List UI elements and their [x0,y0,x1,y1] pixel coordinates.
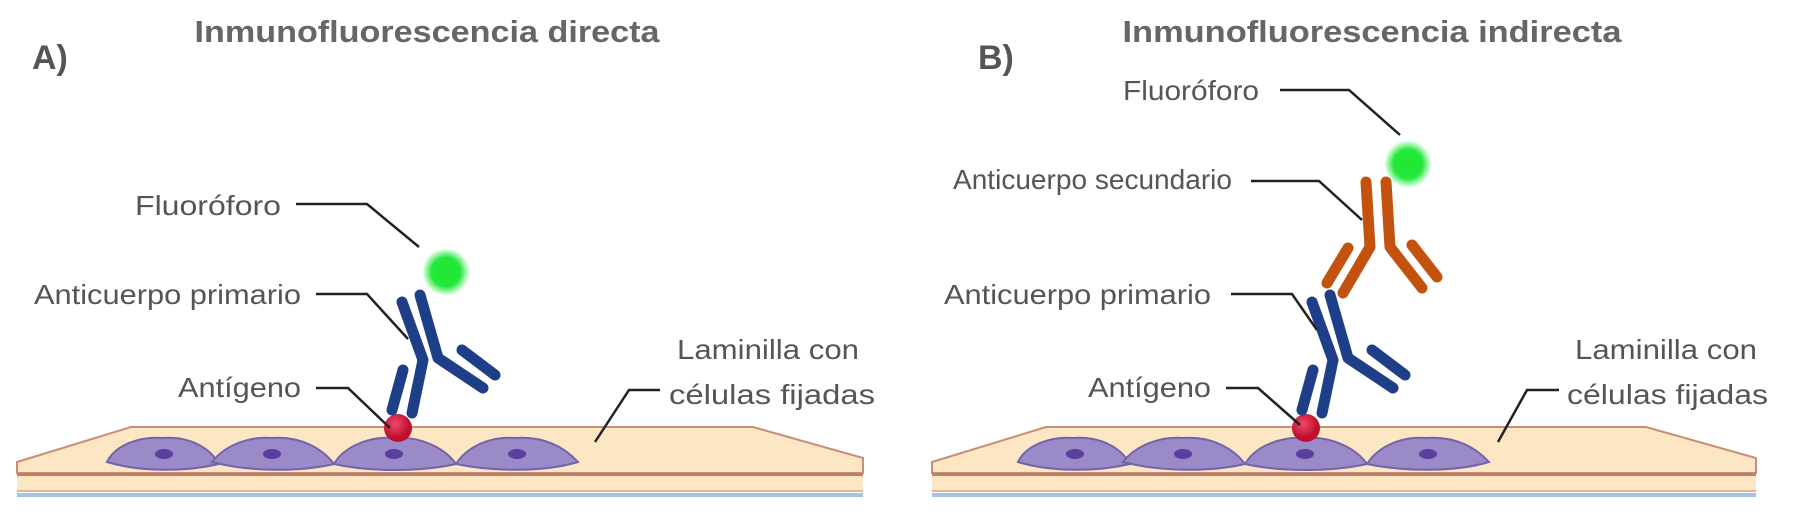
label-fluorophore: Fluoróforo [135,190,281,221]
label-primary-antibody: Anticuerpo primario [944,279,1211,310]
panel-b-indirect: B) Inmunofluorescencia indirecta [931,14,1768,497]
leader-line [316,292,409,340]
label-antigen: Antígeno [1088,372,1211,403]
label-slide-line1: Laminilla con [677,334,859,365]
primary-antibody-icon [1296,289,1411,419]
label-slide-line1: Laminilla con [1575,334,1757,365]
fixed-cells [105,436,580,471]
primary-antibody-icon [386,289,501,419]
fluorophore-icon [1384,140,1432,188]
leader-line [593,388,660,443]
label-antigen: Antígeno [178,372,301,403]
label-secondary-antibody: Anticuerpo secundario [953,164,1232,195]
leader-line [1251,179,1363,221]
label-fluorophore: Fluoróforo [1123,75,1259,106]
leader-line [316,386,391,429]
label-slide-line2: células fijadas [1567,379,1768,410]
fluorophore-icon [422,248,470,296]
panel-a-direct: A) Inmunofluorescencia directa [16,14,875,497]
label-slide-line2: células fijadas [669,379,875,410]
leader-line [296,202,420,248]
leader-line [1496,388,1559,443]
fixed-cells [1016,436,1491,471]
leader-line [1231,292,1319,331]
secondary-antibody-icon [1321,176,1443,299]
panel-a-title: Inmunofluorescencia directa [195,14,661,49]
panel-a-letter: A) [32,39,68,77]
leader-line [1226,386,1301,426]
panel-b-title: Inmunofluorescencia indirecta [1123,14,1623,49]
antigen-icon [1292,414,1320,442]
leader-line [1280,88,1401,136]
label-primary-antibody: Anticuerpo primario [34,279,301,310]
antigen-icon [384,414,412,442]
panel-b-letter: B) [978,39,1014,77]
